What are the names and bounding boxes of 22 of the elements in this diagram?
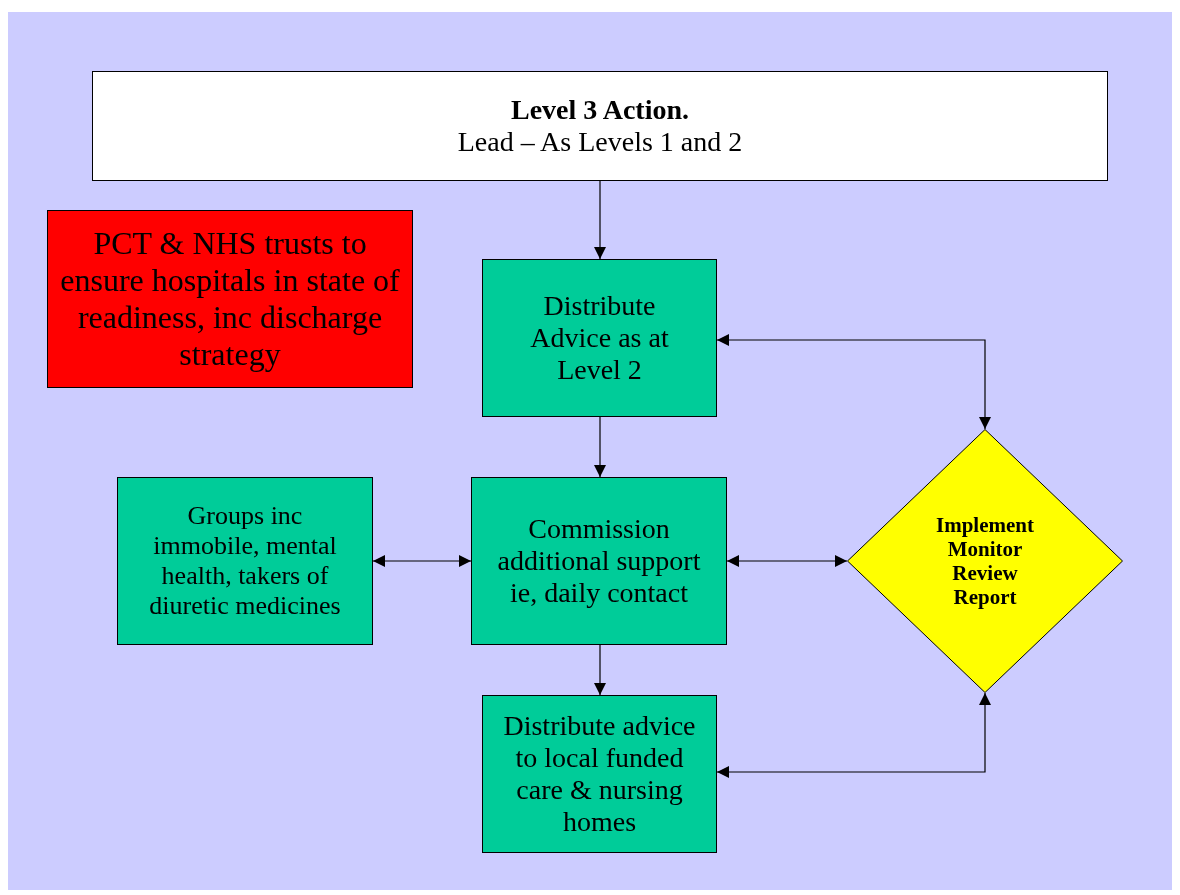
arrow [594, 644, 606, 696]
arrow [716, 692, 991, 778]
process-box [117, 477, 373, 645]
box-text: PCT & NHS trusts to ensure hospitals in state of readiness, inc discharge strategy [59, 225, 401, 373]
arrow [716, 334, 991, 430]
arrow [594, 180, 606, 260]
box-text: Lead – As Levels 1 and 2 [456, 126, 744, 159]
decision-diamond [847, 429, 1123, 693]
action-box [47, 210, 413, 388]
box-heading: Level 3 Action. [509, 93, 691, 126]
box-text: Groups inc immobile, mental health, takers of diuretic medicines [148, 501, 342, 621]
box-text: Commission additional support ie, daily contact [496, 512, 702, 610]
arrow [726, 555, 848, 567]
box-text: Distribute Advice as at Level 2 [529, 289, 670, 387]
arrow [372, 555, 472, 567]
process-box [482, 259, 717, 417]
arrow [594, 416, 606, 478]
process-box [482, 695, 717, 853]
process-box [471, 477, 727, 645]
box-text: Implement Monitor Review Report [935, 512, 1035, 610]
header-box [92, 71, 1108, 181]
box-text: Distribute advice to local funded care & nursing homes [502, 709, 697, 839]
